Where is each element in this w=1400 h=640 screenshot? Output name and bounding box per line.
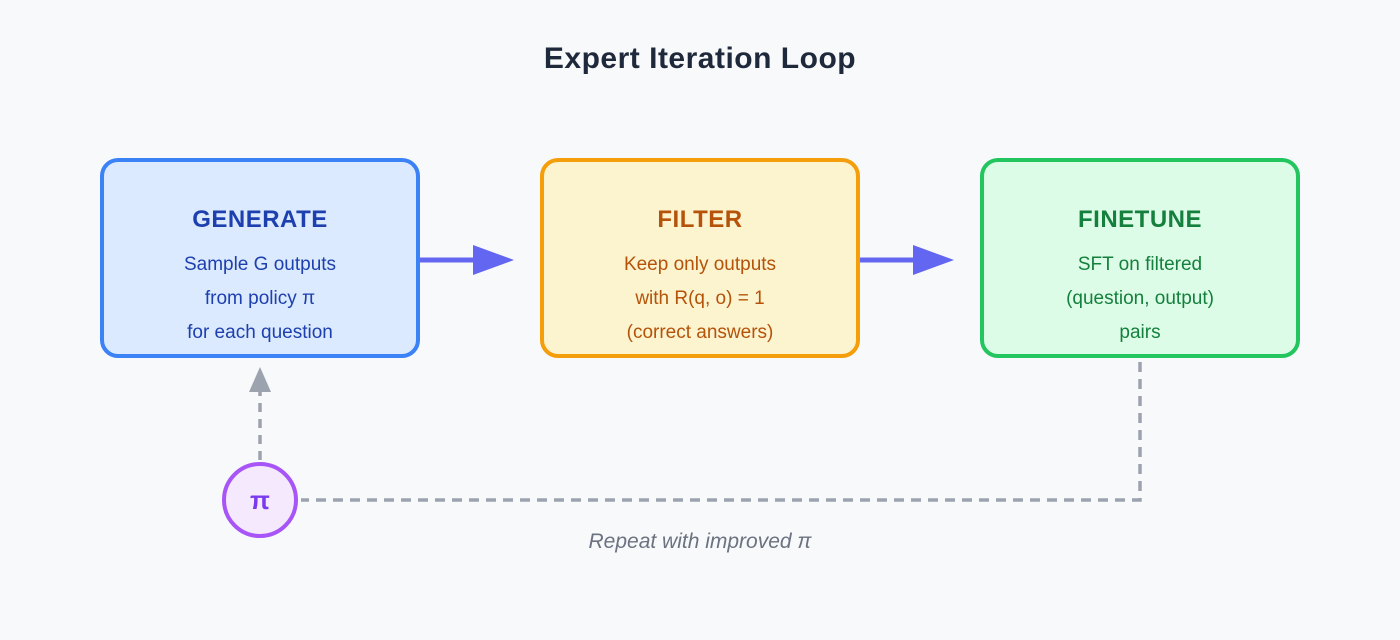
generate-box-line: for each question xyxy=(187,322,333,343)
generate-box-title: GENERATE xyxy=(192,206,328,233)
generate-box: GENERATE Sample G outputs from policy π … xyxy=(100,158,420,358)
finetune-box-line: (question, output) xyxy=(1066,288,1214,309)
pi-node-label: π xyxy=(250,484,270,515)
finetune-box: FINETUNE SFT on filtered (question, outp… xyxy=(980,158,1300,358)
filter-box: FILTER Keep only outputs with R(q, o) = … xyxy=(540,158,860,358)
pi-node: π xyxy=(222,462,298,538)
filter-box-line: Keep only outputs xyxy=(623,254,777,275)
filter-box-line: with R(q, o) = 1 xyxy=(635,288,765,309)
generate-box-line: from policy π xyxy=(204,288,316,309)
finetune-box-line: SFT on filtered xyxy=(1077,254,1203,275)
filter-box-line: (correct answers) xyxy=(626,322,774,343)
generate-box-line: Sample G outputs xyxy=(183,254,337,275)
loop-dashed-path xyxy=(301,362,1142,502)
loop-caption: Repeat with improved π xyxy=(588,530,812,553)
arrow-generate-to-filter-icon xyxy=(420,245,514,275)
diagram-title: Expert Iteration Loop xyxy=(543,42,857,75)
arrow-filter-to-finetune-icon xyxy=(860,245,954,275)
finetune-box-line: pairs xyxy=(1119,322,1161,343)
filter-box-title: FILTER xyxy=(657,206,743,233)
loop-arrowhead-icon xyxy=(249,367,271,392)
finetune-box-title: FINETUNE xyxy=(1078,206,1202,233)
